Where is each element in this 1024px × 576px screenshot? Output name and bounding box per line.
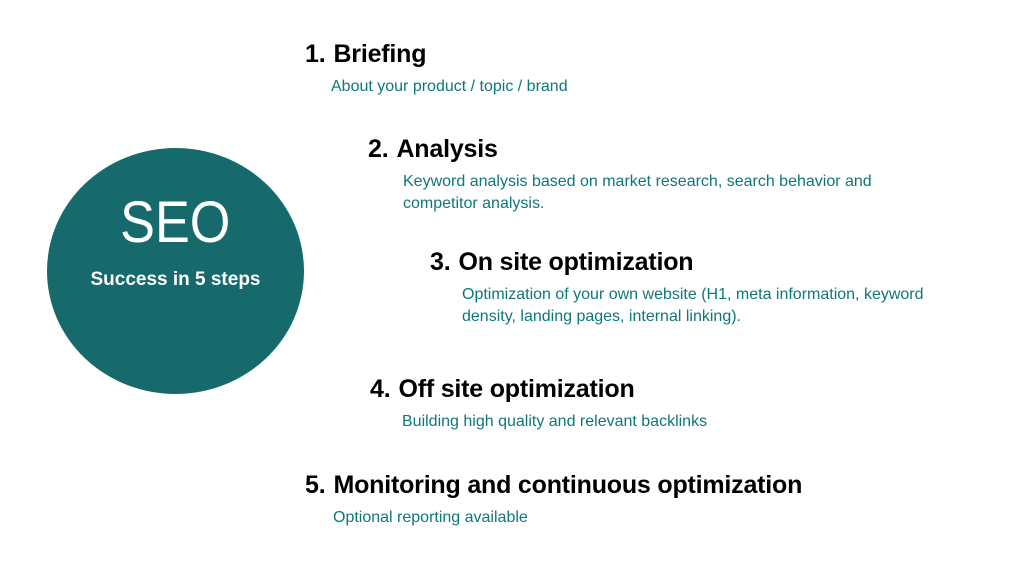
step-3-number: 3.	[430, 248, 451, 276]
step-2: 2.Analysis Keyword analysis based on mar…	[368, 134, 872, 215]
step-5-description: Optional reporting available	[333, 507, 802, 529]
step-3: 3.On site optimization Optimization of y…	[430, 247, 924, 328]
step-1-number: 1.	[305, 40, 326, 68]
badge-title: SEO	[120, 190, 231, 255]
description-line: Optional reporting available	[333, 509, 528, 526]
description-line: Keyword analysis based on market researc…	[403, 173, 872, 190]
step-4: 4.Off site optimization Building high qu…	[370, 374, 707, 433]
step-3-description: Optimization of your own website (H1, me…	[462, 284, 924, 328]
step-1-description: About your product / topic / brand	[331, 76, 568, 98]
step-1-heading: 1.Briefing	[305, 39, 568, 69]
step-4-description: Building high quality and relevant backl…	[402, 411, 707, 433]
step-1-title: Briefing	[333, 40, 427, 68]
step-3-heading: 3.On site optimization	[430, 247, 924, 277]
step-4-title: Off site optimization	[398, 375, 635, 403]
step-2-heading: 2.Analysis	[368, 134, 872, 164]
description-line: density, landing pages, internal linking…	[462, 308, 741, 325]
step-5-heading: 5.Monitoring and continuous optimization	[305, 470, 802, 500]
step-1: 1.Briefing About your product / topic / …	[305, 39, 568, 98]
step-2-description: Keyword analysis based on market researc…	[403, 171, 872, 215]
step-3-title: On site optimization	[458, 248, 694, 276]
description-line: competitor analysis.	[403, 195, 545, 212]
step-5-title: Monitoring and continuous optimization	[333, 471, 803, 499]
step-2-title: Analysis	[396, 135, 498, 163]
step-2-number: 2.	[368, 135, 389, 163]
description-line: About your product / topic / brand	[331, 78, 568, 95]
step-4-number: 4.	[370, 375, 391, 403]
step-5-number: 5.	[305, 471, 326, 499]
badge-subtitle: Success in 5 steps	[90, 269, 261, 290]
step-4-heading: 4.Off site optimization	[370, 374, 707, 404]
step-5: 5.Monitoring and continuous optimization…	[305, 470, 802, 529]
description-line: Optimization of your own website (H1, me…	[462, 286, 924, 303]
seo-badge-circle: SEO Success in 5 steps	[47, 148, 304, 394]
description-line: Building high quality and relevant backl…	[402, 413, 708, 430]
